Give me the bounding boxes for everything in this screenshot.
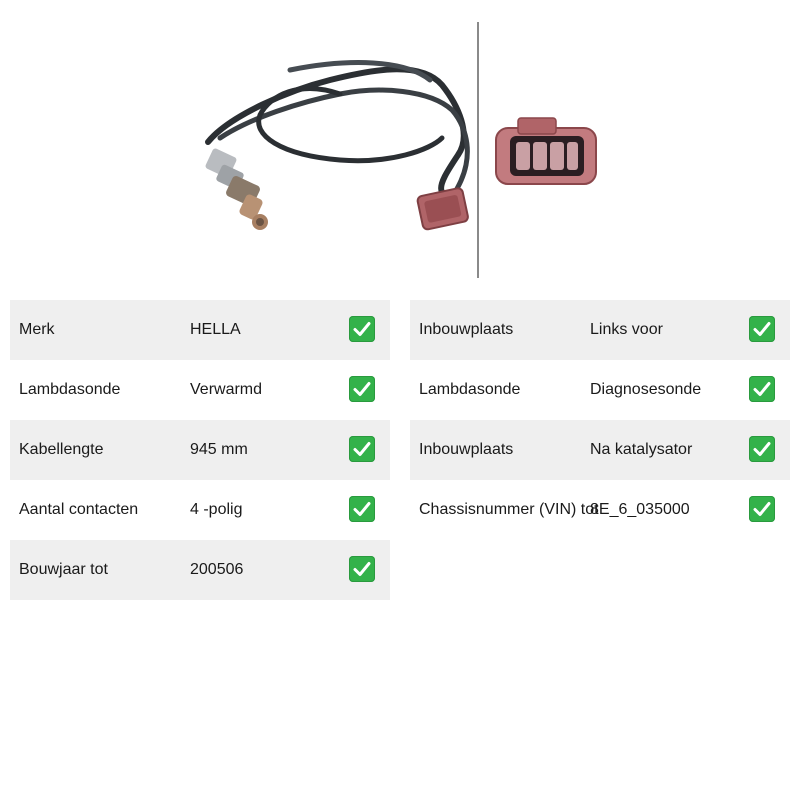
spec-row: Aantal contacten 4 -polig (10, 480, 390, 540)
spec-row: Kabellengte 945 mm (10, 420, 390, 480)
spec-row: Chassisnummer (VIN) tot 8E_6_035000 (410, 480, 790, 540)
check-mark-icon (349, 436, 375, 462)
spec-value: 4 -polig (190, 501, 243, 518)
spec-table-right: Inbouwplaats Links voor Lambdasonde Diag… (410, 300, 790, 540)
spec-value: Links voor (590, 321, 663, 338)
spec-value: 8E_6_035000 (590, 501, 690, 518)
image-divider (477, 22, 479, 278)
spec-value: 945 mm (190, 441, 248, 458)
spec-table-left: Merk HELLA Lambdasonde Verwarmd Kabellen… (10, 300, 390, 600)
check-mark-icon (349, 496, 375, 522)
check-mark-icon (749, 496, 775, 522)
spec-label: Lambdasonde (19, 381, 121, 398)
spec-label: Inbouwplaats (419, 321, 514, 338)
spec-value: Na katalysator (590, 441, 693, 458)
spec-label: Merk (19, 321, 55, 338)
spec-value: Diagnosesonde (590, 381, 702, 398)
spec-label: Lambdasonde (419, 381, 521, 398)
check-mark-icon (749, 316, 775, 342)
check-mark-icon (349, 376, 375, 402)
spec-value: Verwarmd (190, 381, 263, 398)
spec-row: Bouwjaar tot 200506 (10, 540, 390, 600)
spec-row: Lambdasonde Diagnosesonde (410, 360, 790, 420)
spec-value: 200506 (190, 561, 244, 578)
spec-row: Inbouwplaats Na katalysator (410, 420, 790, 480)
check-mark-icon (749, 436, 775, 462)
spec-row: Inbouwplaats Links voor (410, 300, 790, 360)
spec-value: HELLA (190, 321, 241, 338)
spec-label: Aantal contacten (19, 501, 139, 518)
spec-label: Inbouwplaats (419, 441, 514, 458)
product-image (190, 20, 610, 282)
check-mark-icon (349, 316, 375, 342)
spec-label: Kabellengte (19, 441, 104, 458)
spec-label: Chassisnummer (VIN) tot (419, 501, 599, 518)
spec-row: Lambdasonde Verwarmd (10, 360, 390, 420)
check-mark-icon (749, 376, 775, 402)
spec-label: Bouwjaar tot (19, 561, 108, 578)
check-mark-icon (349, 556, 375, 582)
spec-row: Merk HELLA (10, 300, 390, 360)
